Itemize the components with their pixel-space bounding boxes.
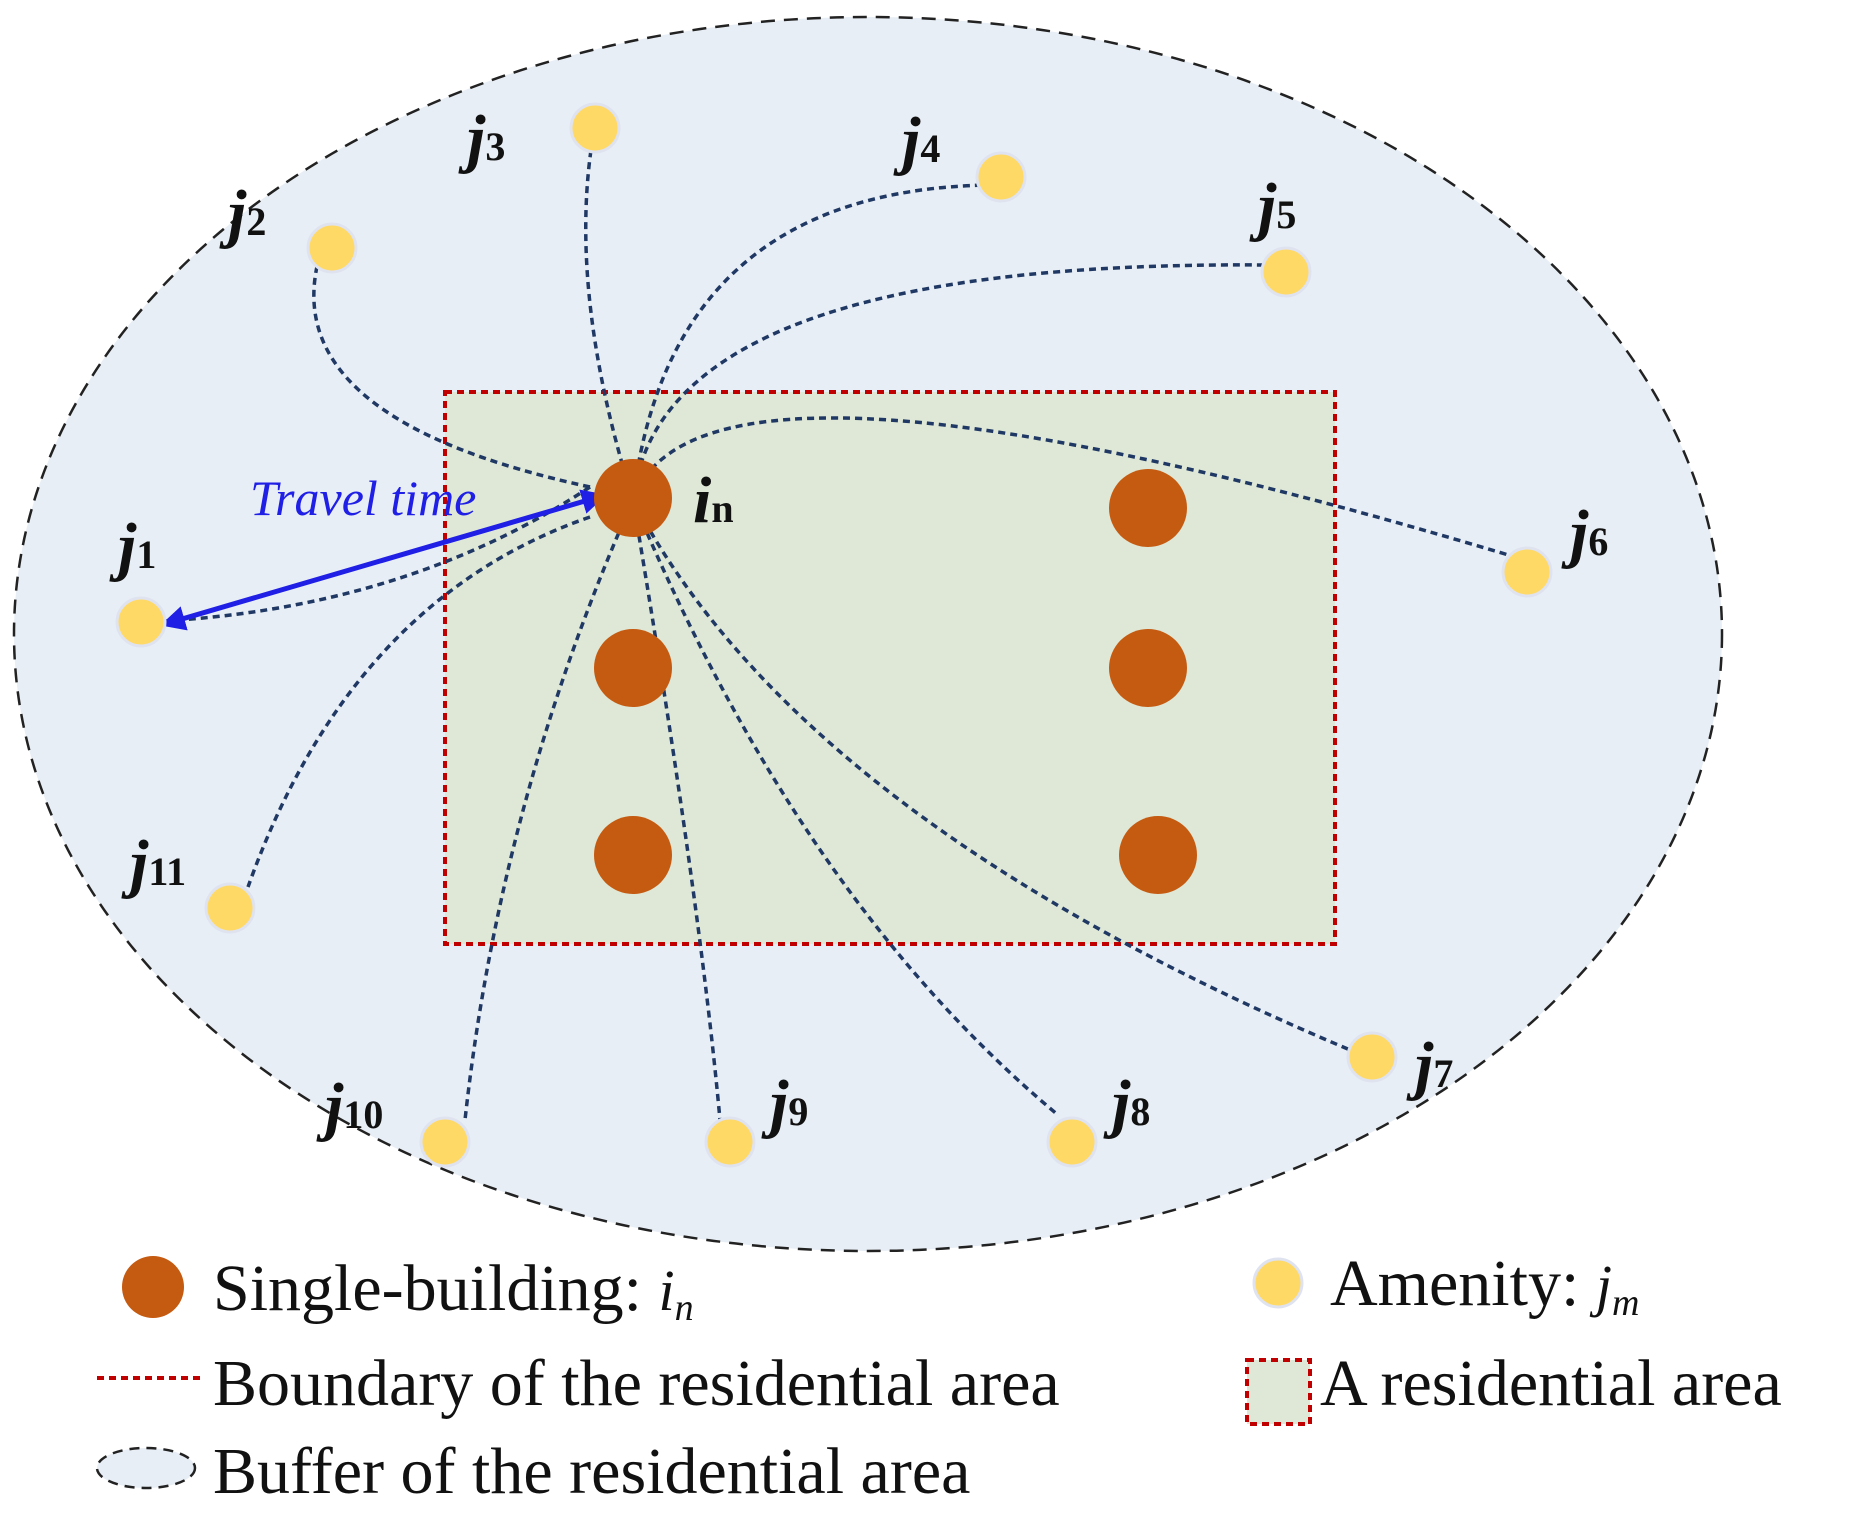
building: [594, 816, 672, 894]
residential-area: [443, 390, 1337, 946]
legend-amenity-marker: [1252, 1257, 1304, 1309]
amenity-j5: [1260, 246, 1312, 298]
amenity-j4: [975, 151, 1027, 203]
building-in: [594, 459, 672, 537]
amenity-j9: [704, 1116, 756, 1168]
amenity-j2: [306, 222, 358, 274]
legend-boundary: Boundary of the residential area: [213, 1347, 1060, 1420]
travel-time-arrow: [160, 489, 607, 631]
amenity-j8: [1046, 1116, 1098, 1168]
amenity-j10: [419, 1116, 471, 1168]
origin-label: in: [693, 464, 734, 537]
building: [1109, 629, 1187, 707]
amenities: [115, 102, 1553, 1168]
travel-time-label: Travel time: [250, 470, 476, 526]
legend-building: Single-building: in: [213, 1252, 694, 1329]
building: [1109, 469, 1187, 547]
route-to-j4: [631, 183, 991, 501]
route-to-j10: [463, 499, 635, 1121]
amenity-j3: [569, 102, 621, 154]
amenity-j1: [115, 596, 167, 648]
building: [594, 629, 672, 707]
legend-buffer: Buffer of the residential area: [213, 1435, 970, 1508]
legend-buffer-marker: [95, 1446, 197, 1490]
amenity-j6: [1501, 546, 1553, 598]
legend-area: A residential area: [1320, 1347, 1782, 1420]
amenity-j7: [1346, 1031, 1398, 1083]
legend: Single-building: in Amenity: jm Boundary…: [95, 1247, 1782, 1508]
route-to-j7: [631, 499, 1356, 1054]
legend-building-marker: [122, 1256, 184, 1318]
route-to-j8: [631, 499, 1060, 1117]
buildings: [594, 459, 1197, 894]
legend-area-marker: [1245, 1358, 1312, 1426]
legend-amenity: Amenity: jm: [1330, 1247, 1639, 1324]
route-to-j9: [631, 499, 722, 1121]
amenity-j11: [204, 882, 256, 934]
building: [1119, 816, 1197, 894]
route-to-j2: [312, 261, 591, 489]
route-to-j5: [631, 263, 1266, 501]
route-to-j3: [584, 149, 635, 501]
